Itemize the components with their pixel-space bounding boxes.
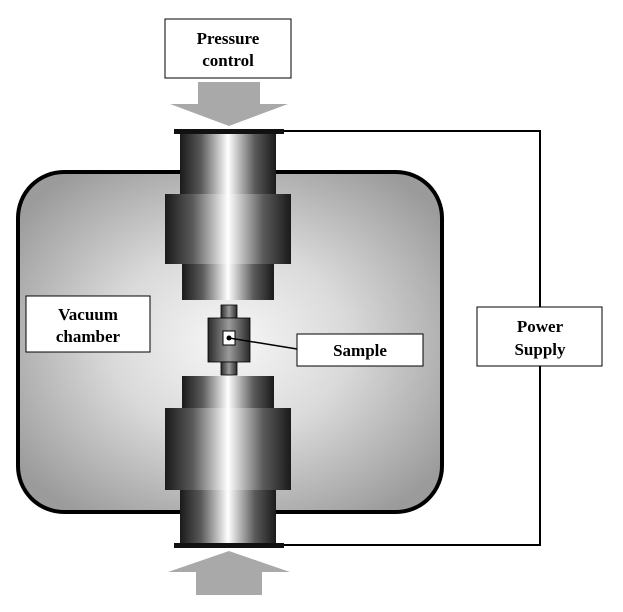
bottom-pressure-arrow	[168, 551, 290, 595]
power-supply-line1: Power	[517, 317, 564, 336]
power-supply-line2: Supply	[514, 340, 566, 359]
sample-label: Sample	[296, 333, 424, 367]
pressure-control-label: Pressure control	[164, 18, 292, 79]
pressure-control-line1: Pressure	[197, 29, 260, 48]
vacuum-chamber-label: Vacuum chamber	[25, 295, 151, 353]
pressure-control-line2: control	[202, 51, 254, 70]
power-supply-label: Power Supply	[476, 306, 603, 367]
sample-leader-line	[228, 337, 298, 350]
sample-label-text: Sample	[333, 341, 387, 360]
vacuum-chamber-line1: Vacuum	[58, 305, 118, 324]
top-pressure-arrow	[170, 82, 288, 126]
sample-holder	[207, 304, 251, 376]
vacuum-chamber-line2: chamber	[56, 327, 121, 346]
bottom-electrode	[165, 376, 291, 548]
top-electrode	[165, 129, 291, 300]
